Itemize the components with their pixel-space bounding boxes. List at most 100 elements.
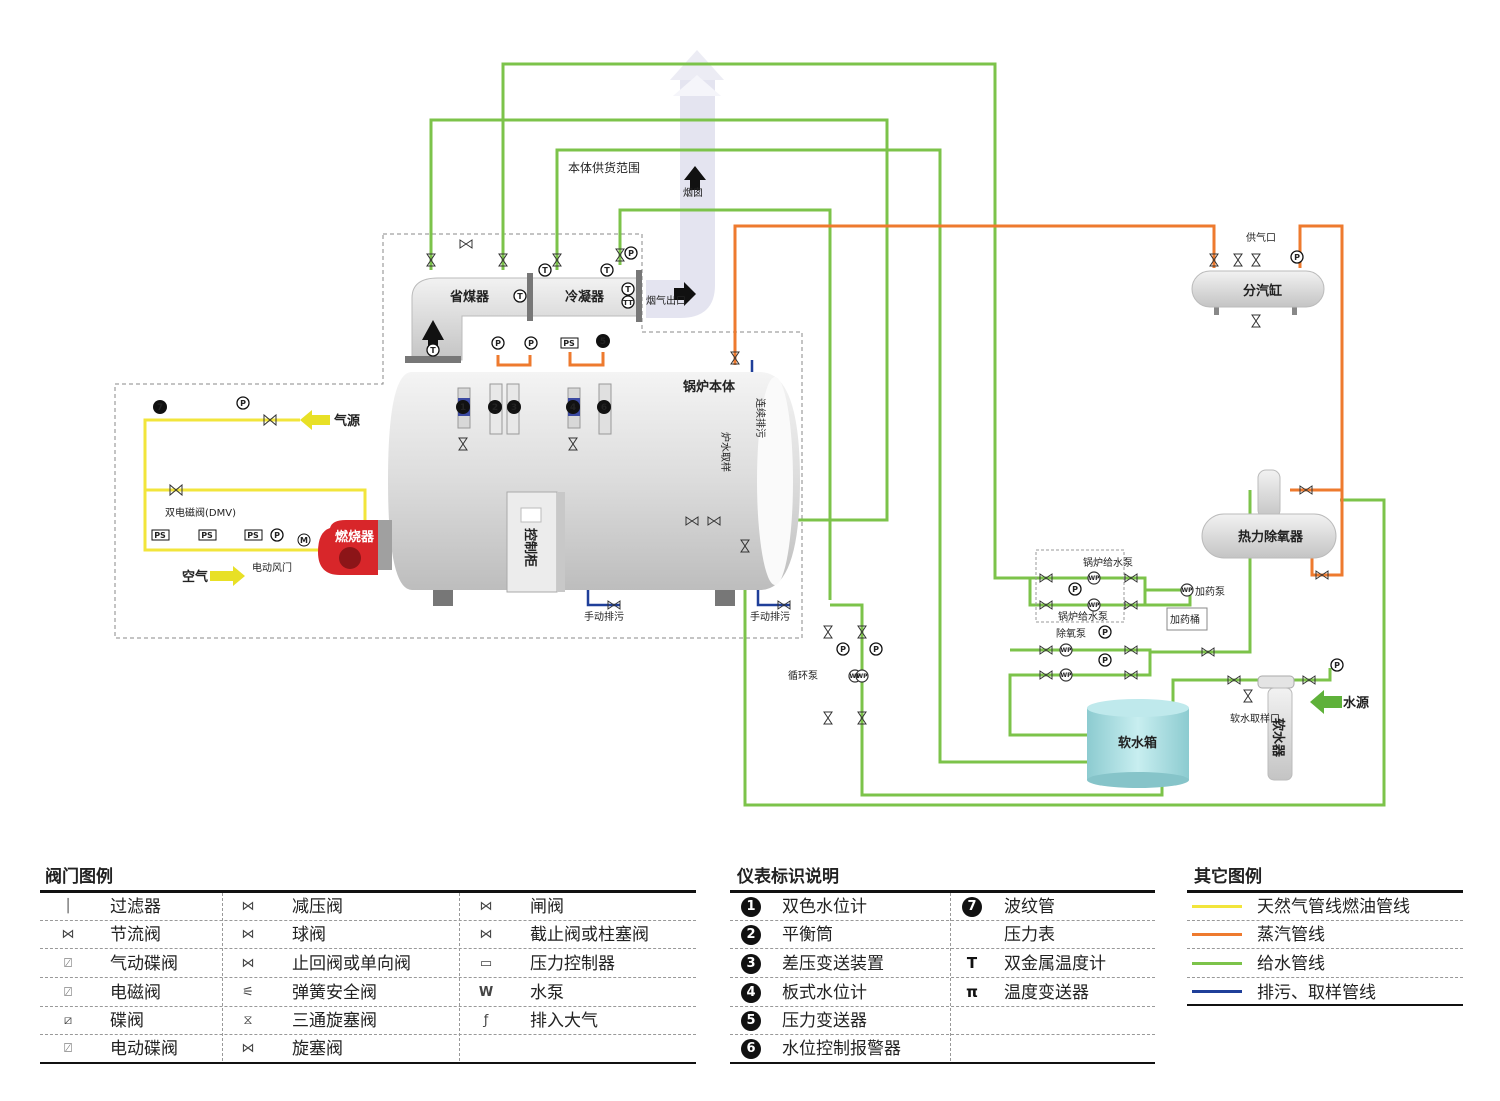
valve-legend-item: 旋塞阀 [292, 1039, 343, 1059]
valve-legend-item: 闸阀 [530, 897, 564, 917]
instrument-legend-item: 差压变送装置 [782, 954, 884, 974]
svg-text:6: 6 [601, 403, 607, 413]
other-legend-item: 天然气管线燃油管线 [1257, 897, 1410, 917]
other-legend-item: 给水管线 [1257, 954, 1325, 974]
electric-damper-label: 电动风门 [252, 561, 292, 574]
svg-text:P: P [1102, 628, 1108, 637]
numbered-instrument-tags [153, 334, 611, 414]
damper-motor [297, 533, 311, 547]
valve-legend-item: 碟阀 [110, 1011, 144, 1031]
valve-legend-item: 止回阀或单向阀 [292, 954, 411, 974]
instrument-legend-row-rule [730, 1006, 1155, 1007]
valve-legend-item: 球阀 [292, 925, 326, 945]
svg-text:5: 5 [600, 337, 606, 347]
scope-label: 本体供货范围 [568, 160, 640, 175]
instrument-legend-row-rule [730, 977, 1155, 978]
bimetal-thermometer-symbol: T [966, 954, 978, 972]
valve-legend-item: 过滤器 [110, 897, 161, 917]
vent-to-atmosphere-icon: ƒ [483, 1013, 489, 1028]
numbered-instrument-labels: 1 2 3 4 5 6 7 [157, 337, 607, 413]
chimney [646, 50, 724, 318]
water-pump-icon: W [478, 985, 494, 1000]
svg-text:PS: PS [154, 531, 166, 540]
svg-text:P: P [628, 249, 634, 258]
instrument-legend-row-rule [730, 920, 1155, 921]
svg-text:WP: WP [1088, 602, 1100, 609]
valve-legend-item: 气动碟阀 [110, 954, 178, 974]
instrument-legend-item: 双金属温度计 [1004, 954, 1106, 974]
economizer-label: 省煤器 [449, 289, 490, 305]
instrument-number-badge: 7 [962, 897, 982, 917]
gas-line-swatch [1192, 905, 1242, 908]
svg-text:TT: TT [623, 299, 633, 307]
instrument-legend-item: 平衡筒 [782, 925, 833, 945]
instrument-legend-title: 仪表标识说明 [737, 867, 839, 887]
svg-text:T: T [604, 266, 610, 275]
valve-legend-row-rule [40, 1006, 696, 1007]
svg-text:P: P [1102, 656, 1108, 665]
solenoid-valve-icon: ⍁ [64, 985, 72, 1000]
soft-water-tank-label: 软水箱 [1118, 735, 1157, 751]
valve-legend-item: 电磁阀 [110, 983, 161, 1003]
valve-legend-item: 截止阀或柱塞阀 [530, 925, 649, 945]
valve-legend-bottom-rule [40, 1062, 696, 1064]
instrument-number-badge: 3 [741, 954, 761, 974]
svg-text:P: P [1072, 585, 1078, 594]
instrument-legend-item: 压力变送器 [782, 1011, 867, 1031]
manual-blowdown-2-label: 手动排污 [750, 610, 790, 623]
svg-text:P: P [840, 645, 846, 654]
valve-legend-row-rule [40, 948, 696, 949]
svg-text:P: P [495, 339, 501, 348]
electric-butterfly-valve-icon: ⍁ [64, 1041, 72, 1056]
svg-text:P: P [1294, 253, 1300, 262]
svg-text:WP: WP [1060, 647, 1072, 654]
dosing-pump-label: 加药泵 [1195, 586, 1225, 598]
svg-text:P: P [873, 645, 879, 654]
chimney-label: 烟囱 [683, 186, 703, 199]
svg-text:2: 2 [492, 403, 498, 413]
svg-text:P: P [1334, 661, 1340, 670]
instrument-number-badge: 2 [741, 925, 761, 945]
instrument-number-badge: 4 [741, 983, 761, 1003]
filter-icon: │ [64, 899, 72, 914]
scope-boundary [114, 233, 803, 639]
instrument-legend-item: 板式水位计 [782, 983, 867, 1003]
valve-legend-row-rule [40, 1034, 696, 1035]
steam-header [1191, 270, 1325, 315]
valve-legend-row-rule [40, 977, 696, 978]
svg-text:1: 1 [460, 403, 466, 413]
other-legend-item: 蒸汽管线 [1257, 925, 1325, 945]
valve-legend-item: 水泵 [530, 983, 564, 1003]
soft-water-sampling-label: 软水取样口 [1230, 712, 1280, 725]
feed-water-line-swatch [1192, 962, 1242, 965]
dosing-tank-label: 加药桶 [1170, 613, 1200, 626]
other-legend-row-rule [1187, 920, 1463, 921]
svg-text:T: T [542, 266, 548, 275]
check-valve-icon: ⋈ [241, 956, 255, 971]
instrument-legend-item: 水位控制报警器 [782, 1039, 901, 1059]
deaerator [1201, 469, 1337, 559]
boiler-body-label: 锅炉本体 [683, 379, 736, 395]
svg-text:WP: WP [1060, 672, 1072, 679]
instrument-number-badge: 5 [741, 1011, 761, 1031]
pressure-controller-icon: ▭ [479, 956, 493, 971]
svg-text:WP: WP [1088, 575, 1100, 582]
instrument-legend-top-rule [730, 890, 1155, 893]
flow-arrows [422, 166, 706, 352]
valve-legend-title: 阀门图例 [45, 867, 113, 887]
instrument-legend-bottom-rule [730, 1062, 1155, 1064]
svg-text:P: P [528, 339, 534, 348]
feed-pump-2-label: 锅炉给水泵 [1058, 610, 1108, 623]
softener [1257, 675, 1295, 781]
feed-pump-1-label: 锅炉给水泵 [1083, 556, 1133, 569]
pump-symbols [848, 571, 1194, 683]
temperature-gauges [426, 263, 635, 357]
valve-symbols [169, 239, 1329, 725]
throttle-valve-icon: ⋈ [61, 927, 75, 942]
air-label: 空气 [182, 569, 208, 585]
flue-outlet-label: 烟气出口 [646, 294, 686, 307]
globe-valve-icon: ⋈ [479, 927, 493, 942]
